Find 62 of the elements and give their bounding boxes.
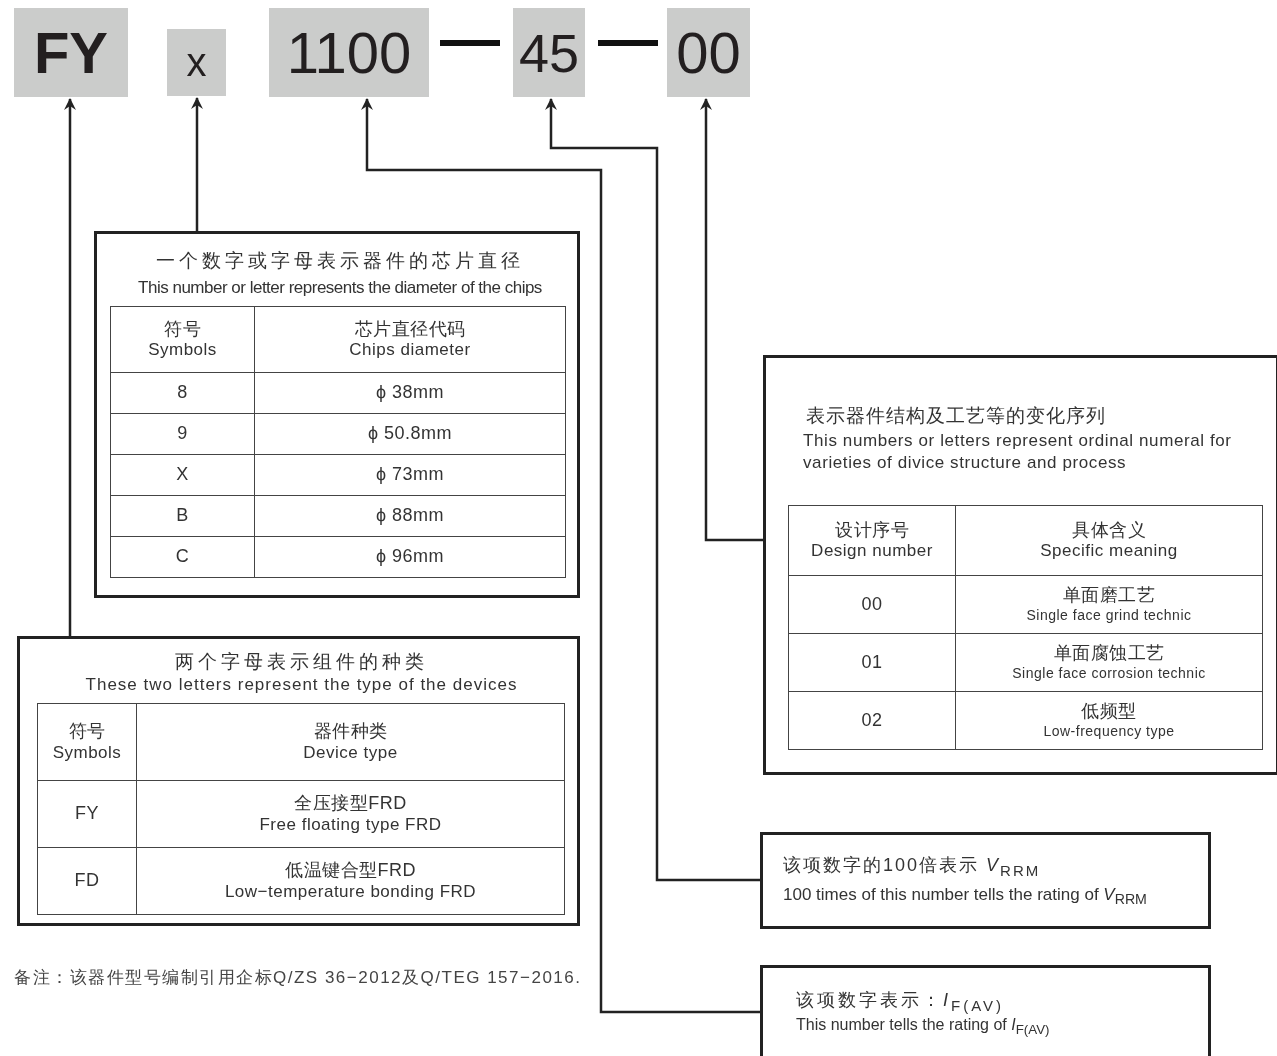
cell-subheading: Free floating type FRD (259, 814, 442, 835)
arrow (700, 98, 763, 542)
arrow (191, 97, 203, 231)
table-cell (37, 703, 137, 781)
table-cell: FD (37, 847, 137, 915)
cell-subheading: Device type (303, 742, 398, 763)
cell-subheading: Single face grind technic (1026, 606, 1192, 624)
cell-subheading: Design number (811, 541, 933, 562)
cell-subheading: Chips diameter (349, 340, 471, 361)
cell-subheading: Low-frequency type (1043, 722, 1175, 740)
cell-heading: 芯片直径代码 (354, 318, 466, 341)
arrow (64, 98, 76, 636)
separator-dash: — (440, 4, 500, 73)
table-cell (955, 505, 1263, 576)
code-box: 45 (513, 8, 585, 97)
arrow (361, 98, 760, 1014)
panel-heading: 表示器件结构及工艺等的变化序列 (806, 404, 1106, 428)
panel-heading: 该项数字的100倍表示 V$_{RRM}$ (783, 854, 1041, 879)
code-box: 00 (667, 8, 750, 97)
panel-heading: 一个数字或字母表示器件的芯片直径 (155, 249, 525, 273)
footnote: 备注：该器件型号编制引用企标Q/ZS 36−2012及Q/TEG 157−2016. (14, 967, 582, 989)
panel-description: This numbers or letters represent ordinal numeral for varieties of divice structure and process (803, 430, 1233, 475)
table-cell: 02 (788, 691, 956, 750)
info-panel (17, 636, 580, 926)
cell-subheading: Symbols (148, 340, 217, 361)
cell-heading: 具体含义 (1072, 519, 1146, 542)
cell-heading: 低温键合型FRD (285, 860, 416, 882)
cell-heading: 符号 (164, 318, 201, 341)
code-box: x (167, 29, 226, 96)
code-box: 1100 (269, 8, 429, 97)
table-cell: C (110, 536, 255, 578)
cell-heading: 单面磨工艺 (1062, 585, 1156, 607)
cell-subheading: Specific meaning (1040, 541, 1178, 562)
table-cell (136, 703, 565, 781)
cell-subheading: Single face corrosion technic (1012, 664, 1206, 682)
cell-heading: 低频型 (1081, 701, 1137, 723)
panel-heading: 两个字母表示组件的种类 (174, 650, 429, 674)
cell-heading: 器件种类 (313, 721, 388, 743)
table-cell (955, 691, 1263, 750)
separator-dash: — (598, 4, 658, 73)
cell-heading: 符号 (68, 721, 106, 743)
info-panel (763, 355, 1277, 775)
panel-heading: 该项数字表示：I$_{F(AV)}$ (796, 989, 1005, 1014)
code-box: FY (14, 8, 128, 97)
table-cell (788, 505, 956, 576)
cell-subheading: Symbols (52, 742, 122, 763)
table-cell (110, 306, 255, 373)
panel-description: This number tells the rating of I$_{F(AV)}$ (796, 1016, 1050, 1038)
cell-heading: 设计序号 (835, 519, 909, 542)
info-panel (94, 231, 580, 598)
table-cell (136, 847, 565, 915)
cell-heading: 单面腐蚀工艺 (1053, 643, 1165, 665)
info-panel (760, 965, 1211, 1056)
arrow (545, 98, 760, 882)
panel-description: This number or letter represents the diameter of the chips (137, 278, 543, 298)
table-cell (254, 306, 566, 373)
info-panel (760, 832, 1211, 929)
cell-heading: 全压接型FRD (294, 793, 407, 815)
panel-description: 100 times of this number tells the rating of V$_{RRM}$ (783, 885, 1147, 908)
table-cell: ϕ 96mm (254, 536, 566, 578)
panel-description: These two letters represent the type of the devices (84, 675, 519, 695)
cell-subheading: Low−temperature bonding FRD (224, 881, 477, 902)
